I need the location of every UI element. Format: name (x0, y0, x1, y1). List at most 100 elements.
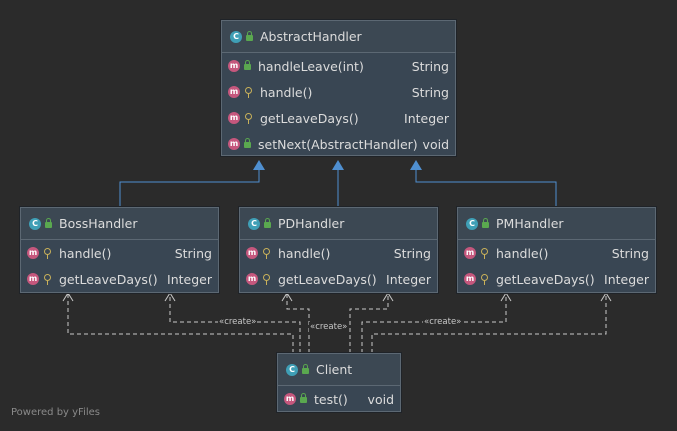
class-name: PMHandler (496, 216, 564, 231)
class-name: BossHandler (59, 216, 138, 231)
method-icon: m (464, 247, 476, 259)
create-arrowhead-4 (382, 292, 394, 302)
class-pmhandler[interactable]: C PMHandler m handle() String m getLeave… (457, 207, 656, 293)
method-row[interactable]: m test() void (278, 386, 400, 412)
method-icon: m (27, 273, 39, 285)
method-name: handle() (496, 245, 549, 261)
protected-icon (44, 247, 51, 259)
method-icon: m (228, 86, 240, 98)
method-row[interactable]: m getLeaveDays() Integer (21, 266, 218, 292)
method-name: handle() (59, 245, 112, 261)
method-row[interactable]: m getLeaveDays() Integer (458, 266, 655, 292)
method-name: getLeaveDays() (496, 271, 595, 287)
method-row[interactable]: m handle() String (21, 240, 218, 266)
create-arrowhead-2 (164, 292, 176, 302)
class-icon: C (248, 217, 260, 230)
create-label-right: «create» (423, 317, 463, 327)
method-icon: m (246, 273, 258, 285)
method-name: getLeaveDays() (260, 110, 359, 126)
method-name: handleLeave(int) (258, 58, 364, 74)
method-type: Integer (604, 271, 649, 287)
method-type: String (411, 58, 449, 74)
create-edge-pd-left[interactable] (286, 293, 310, 353)
class-icon: C (230, 30, 242, 43)
public-icon (302, 363, 309, 374)
protected-icon (481, 247, 488, 259)
protected-icon (263, 273, 270, 285)
create-arrowhead-6 (600, 292, 612, 302)
method-row[interactable]: m setNext(AbstractHandler) void (222, 131, 455, 157)
method-type: void (422, 136, 449, 152)
method-icon: m (228, 138, 240, 150)
method-type: String (611, 245, 649, 261)
protected-icon (263, 247, 270, 259)
method-name: handle() (260, 84, 313, 100)
class-name: Client (316, 362, 353, 377)
inheritance-edge-boss[interactable] (119, 162, 260, 207)
method-icon: m (464, 273, 476, 285)
public-icon (482, 217, 489, 228)
method-row[interactable]: m getLeaveDays() Integer (222, 105, 455, 131)
class-header: C BossHandler (21, 208, 218, 240)
method-icon: m (228, 60, 240, 72)
method-type: String (411, 84, 449, 100)
inheritance-edge-pm[interactable] (415, 162, 557, 207)
footer-watermark: Powered by yFiles (11, 407, 100, 418)
class-client[interactable]: C Client m test() void (277, 353, 401, 412)
class-pdhandler[interactable]: C PDHandler m handle() String m getLeave… (239, 207, 438, 293)
create-label-middle: «create» (309, 322, 349, 332)
method-row[interactable]: m handle() String (458, 240, 655, 266)
method-icon: m (246, 247, 258, 259)
create-arrowhead-3 (281, 292, 293, 302)
create-arrowhead-5 (500, 292, 512, 302)
public-icon (246, 30, 253, 41)
method-row[interactable]: m handleLeave(int) String (222, 53, 455, 79)
method-row[interactable]: m handle() String (240, 240, 437, 266)
public-icon (244, 60, 251, 70)
method-type: Integer (386, 271, 431, 287)
protected-icon (245, 112, 252, 124)
method-type: Integer (404, 110, 449, 126)
class-header: C Client (278, 354, 400, 386)
inheritance-arrowhead-boss (253, 160, 265, 170)
create-edge-pm-outer[interactable] (371, 293, 607, 353)
method-name: setNext(AbstractHandler) (258, 136, 418, 152)
method-name: getLeaveDays() (278, 271, 377, 287)
class-header: C AbstractHandler (222, 21, 455, 53)
create-arrowhead-1 (62, 292, 74, 302)
class-name: AbstractHandler (260, 29, 362, 44)
method-icon: m (27, 247, 39, 259)
public-icon (45, 217, 52, 228)
method-icon: m (228, 112, 240, 124)
class-header: C PDHandler (240, 208, 437, 240)
class-abstracthandler[interactable]: C AbstractHandler m handleLeave(int) Str… (221, 20, 456, 156)
protected-icon (44, 273, 51, 285)
method-name: getLeaveDays() (59, 271, 158, 287)
create-edge-boss-outer[interactable] (67, 293, 294, 353)
method-type: String (393, 245, 431, 261)
public-icon (300, 393, 307, 403)
class-icon: C (286, 363, 298, 376)
method-row[interactable]: m handle() String (222, 79, 455, 105)
create-edge-pm-inner[interactable] (361, 293, 507, 353)
method-icon: m (284, 393, 296, 405)
method-name: handle() (278, 245, 331, 261)
protected-icon (245, 86, 252, 98)
method-type: Integer (167, 271, 212, 287)
class-icon: C (29, 217, 41, 230)
public-icon (244, 138, 251, 148)
protected-icon (481, 273, 488, 285)
public-icon (264, 217, 271, 228)
create-edge-boss-inner[interactable] (169, 293, 301, 353)
class-bosshandler[interactable]: C BossHandler m handle() String m getLea… (20, 207, 219, 293)
method-name: test() (314, 391, 348, 407)
method-row[interactable]: m getLeaveDays() Integer (240, 266, 437, 292)
inheritance-arrowhead-pd (332, 160, 344, 170)
create-label-left: «create» (218, 317, 258, 327)
class-header: C PMHandler (458, 208, 655, 240)
inheritance-arrowhead-pm (410, 160, 422, 170)
method-type: String (174, 245, 212, 261)
create-edge-pd-right[interactable] (349, 293, 389, 353)
